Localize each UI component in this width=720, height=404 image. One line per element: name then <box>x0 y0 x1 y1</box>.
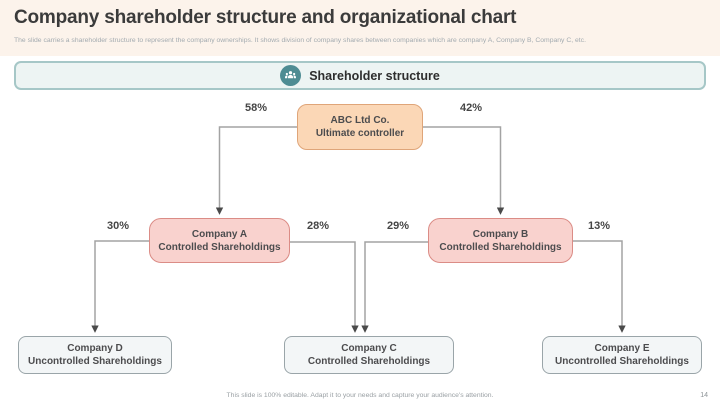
banner-label: Shareholder structure <box>309 68 440 83</box>
node-name: Company C <box>341 343 397 354</box>
people-group-icon <box>280 65 302 86</box>
node-role: Uncontrolled Shareholdings <box>555 356 689 367</box>
node-role: Controlled Shareholdings <box>307 356 431 367</box>
page-subtitle: The slide carries a shareholder structur… <box>14 37 586 44</box>
node-company-b: Company B Controlled Shareholdings <box>428 218 573 263</box>
ownership-pct-a-to-c: 28% <box>306 220 330 232</box>
node-name: ABC Ltd Co. <box>330 115 390 126</box>
node-company-e: Company E Uncontrolled Shareholdings <box>542 336 702 374</box>
node-role: Controlled Shareholdings <box>439 241 562 253</box>
node-role: Ultimate controller <box>315 128 405 139</box>
node-company-c: Company C Controlled Shareholdings <box>284 336 454 374</box>
node-company-d: Company D Uncontrolled Shareholdings <box>18 336 172 374</box>
ownership-pct-abc-to-a: 58% <box>244 102 268 114</box>
ownership-pct-a-to-d: 30% <box>106 220 130 232</box>
node-role: Uncontrolled Shareholdings <box>28 356 162 367</box>
node-name: Company D <box>67 343 123 354</box>
node-name: Company B <box>472 228 529 240</box>
node-name: Company E <box>594 343 650 354</box>
node-role: Controlled Shareholdings <box>158 241 281 253</box>
node-company-a: Company A Controlled Shareholdings <box>149 218 290 263</box>
footer-note: This slide is 100% editable. Adapt it to… <box>226 392 494 399</box>
ownership-pct-b-to-e: 13% <box>587 220 611 232</box>
page-number: 14 <box>700 392 708 399</box>
ownership-pct-b-to-c: 29% <box>386 220 410 232</box>
header-band <box>0 0 720 56</box>
ownership-pct-abc-to-b: 42% <box>459 102 483 114</box>
shareholder-structure-banner: Shareholder structure <box>14 61 706 90</box>
page-title: Company shareholder structure and organi… <box>14 7 517 28</box>
node-abc-ltd-ultimate-controller: ABC Ltd Co. Ultimate controller <box>297 104 423 150</box>
node-name: Company A <box>191 228 248 240</box>
